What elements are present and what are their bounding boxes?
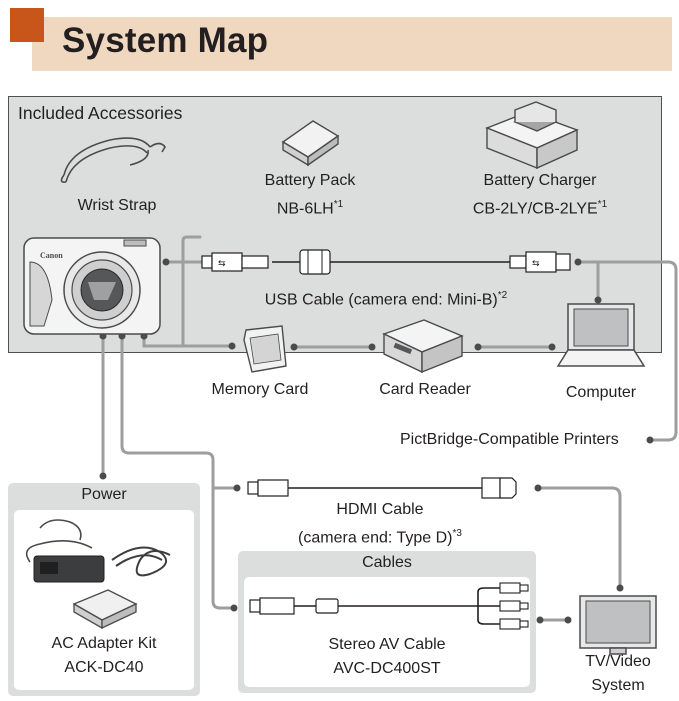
memory-card-label: Memory Card bbox=[211, 381, 309, 398]
stereo-av-cable-label: Stereo AV Cable AVC-DC400ST bbox=[328, 636, 446, 677]
stereo-av-cable-icon bbox=[249, 582, 529, 630]
cables-heading: Cables bbox=[362, 554, 412, 571]
tv-icon bbox=[579, 595, 657, 655]
line-hdmi-tv bbox=[536, 486, 622, 590]
battery-charger-icon bbox=[485, 101, 579, 170]
cables-inner-panel bbox=[244, 577, 530, 687]
power-heading: Power bbox=[81, 486, 127, 503]
computer-label: Computer bbox=[565, 384, 637, 401]
line-usb-bracket bbox=[576, 260, 678, 442]
svg-text:⇆: ⇆ bbox=[532, 258, 540, 268]
card-reader-icon bbox=[382, 319, 464, 374]
ac-adapter-label: AC Adapter Kit ACK-DC40 bbox=[51, 635, 157, 676]
card-reader-label: Card Reader bbox=[379, 381, 471, 398]
usb-cable-icon: ⇆ ⇆ bbox=[201, 249, 571, 275]
battery-pack-icon bbox=[281, 120, 340, 167]
battery-pack-label: Battery Pack NB-6LH*1 bbox=[264, 172, 356, 218]
line-panel-jog bbox=[142, 235, 202, 348]
title-accent-square bbox=[10, 8, 44, 42]
wrist-strap-label: Wrist Strap bbox=[77, 197, 157, 214]
battery-charger-label: Battery Charger CB-2LY/CB-2LYE*1 bbox=[472, 172, 608, 218]
memory-card-icon bbox=[243, 325, 287, 373]
wrist-strap-icon bbox=[60, 137, 166, 183]
line-camera-av bbox=[120, 334, 236, 610]
ac-adapter-icon bbox=[25, 519, 171, 630]
printers-label: PictBridge-Compatible Printers bbox=[400, 431, 619, 448]
included-accessories-heading: Included Accessories bbox=[18, 103, 183, 123]
page-title: System Map bbox=[62, 21, 269, 60]
camera-brand-label: Canon bbox=[40, 251, 63, 260]
usb-cable-label: USB Cable (camera end: Mini-B)*2 bbox=[264, 290, 508, 309]
hdmi-cable-icon bbox=[247, 477, 517, 499]
computer-icon bbox=[556, 303, 646, 367]
tv-label: TV/Video System bbox=[585, 653, 651, 694]
hdmi-cable-label: HDMI Cable (camera end: Type D)*3 bbox=[298, 501, 462, 547]
connection-lines bbox=[101, 235, 678, 622]
title-band bbox=[32, 17, 672, 71]
svg-text:⇆: ⇆ bbox=[218, 258, 226, 268]
camera-icon: Canon bbox=[23, 237, 161, 335]
